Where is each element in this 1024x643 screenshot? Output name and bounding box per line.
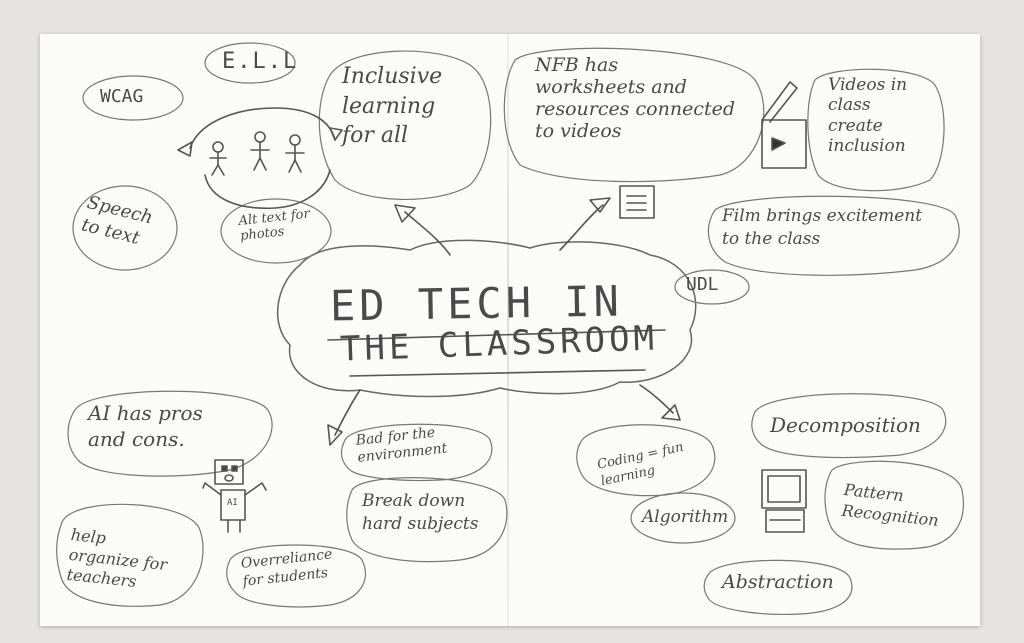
bubble-decomposition	[751, 393, 947, 459]
bubble-speech	[72, 185, 178, 271]
arrowhead-coding	[661, 404, 681, 421]
arrowhead-nfb	[589, 197, 611, 213]
bubble-film	[707, 195, 960, 276]
arrow-ell-cycle	[189, 107, 336, 149]
bubble-inclusive	[318, 50, 492, 201]
note-wcag: WCAG	[100, 86, 144, 107]
paper-fold	[507, 34, 509, 626]
bubble-udl	[674, 269, 750, 305]
bubble-abstraction	[703, 559, 853, 615]
bubble-videos	[807, 68, 945, 192]
bubble-algorithm	[630, 492, 736, 544]
clapperboard-sketch	[761, 81, 807, 169]
arrow-to-coding	[639, 384, 674, 414]
central-underline-2	[349, 369, 646, 377]
stick-figure-2	[250, 131, 270, 171]
robot-chest-label: AI	[227, 498, 238, 508]
arrow-to-ai	[334, 389, 361, 436]
central-cloud	[277, 239, 697, 398]
note-film: Film brings excitement to the class	[722, 206, 923, 249]
note-ell: E.L.L	[222, 49, 299, 74]
note-ai-pros: AI has pros and cons.	[88, 401, 203, 451]
bubble-ell	[204, 42, 296, 84]
note-algorithm: Algorithm	[642, 507, 729, 527]
bubble-break-down	[346, 477, 508, 563]
note-inclusive: Inclusive learning for all	[342, 64, 443, 149]
robot-sketch	[202, 459, 267, 533]
note-abstraction: Abstraction	[722, 571, 834, 593]
bubble-ai	[67, 390, 273, 477]
arrowhead-inclusive	[394, 204, 416, 223]
stick-figure-3	[285, 134, 305, 173]
arrow-cycle-bottom	[204, 169, 331, 210]
bubble-alt-text	[220, 198, 332, 264]
note-decomposition: Decomposition	[770, 413, 921, 437]
arrowhead-ai	[327, 424, 343, 446]
bubble-environment	[341, 423, 493, 482]
arrowhead-cycle-left	[177, 141, 193, 157]
bubble-help	[56, 503, 204, 607]
arrow-to-nfb	[559, 204, 604, 251]
bubble-pattern	[824, 460, 964, 550]
bubble-overreliance	[226, 544, 367, 608]
note-help: help organize for teachers	[65, 525, 169, 591]
bubble-wcag	[82, 75, 184, 121]
central-underline-1	[327, 329, 666, 341]
note-break-down: Break down hard subjects	[362, 491, 479, 534]
stick-figure-1	[209, 141, 227, 176]
worksheet-sketch	[619, 185, 655, 219]
bubble-coding	[576, 424, 716, 497]
note-videos: Videos in class create inclusion	[828, 75, 908, 157]
bubble-nfb	[503, 47, 765, 183]
note-udl: UDL	[686, 274, 719, 295]
computer-sketch	[761, 469, 807, 533]
note-nfb: NFB has worksheets and resources connect…	[535, 54, 735, 142]
arrowhead-cycle-right	[329, 127, 343, 141]
paper-sheet	[40, 34, 980, 626]
